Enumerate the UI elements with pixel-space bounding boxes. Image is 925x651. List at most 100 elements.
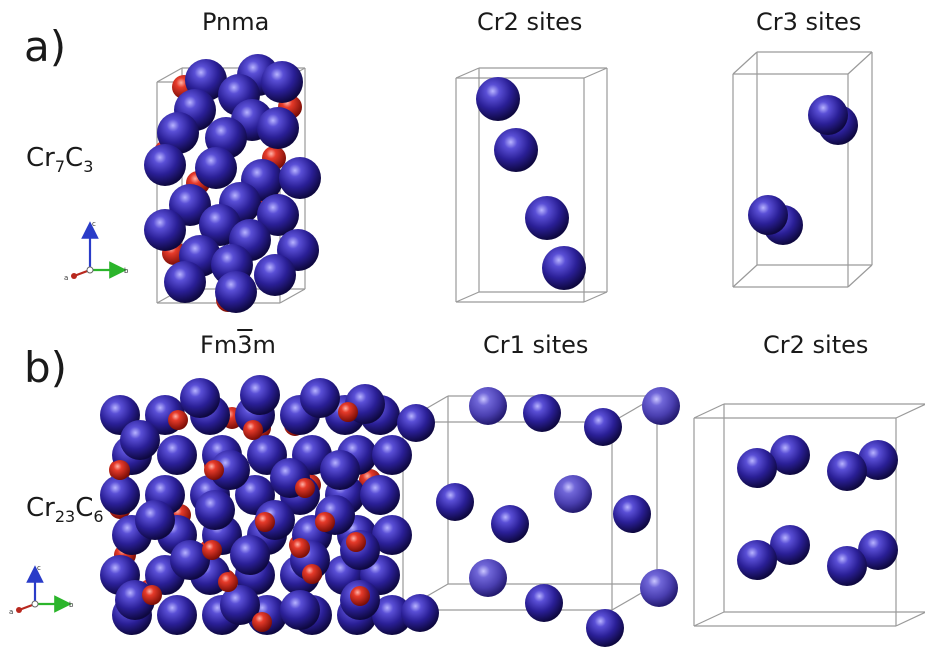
fm3m-cr-atom bbox=[157, 435, 197, 475]
pnma-cr-atom bbox=[144, 144, 186, 186]
fm3m-cr-atom bbox=[135, 500, 175, 540]
cell-cr2-sites-b-edge bbox=[895, 403, 925, 419]
pnma-cr-atom bbox=[164, 261, 206, 303]
cell-cr2-sites-b-edge bbox=[895, 611, 925, 627]
fm3m-cr-atom bbox=[230, 535, 270, 575]
cr1-site-atom bbox=[642, 387, 680, 425]
cell-pnma-edge bbox=[279, 288, 306, 304]
cr2-site-b-atom bbox=[770, 435, 810, 475]
formula-cr7c3-base1: Cr bbox=[26, 143, 55, 173]
cr1-site-atom bbox=[584, 408, 622, 446]
fm3m-cr-atom bbox=[372, 435, 412, 475]
fm3m-c-atom bbox=[295, 478, 315, 498]
cr1-site-atom bbox=[491, 505, 529, 543]
panel-b-label: b) bbox=[24, 343, 68, 392]
axes-triad-b-a-label: a bbox=[9, 608, 13, 616]
panel-a-label: a) bbox=[24, 22, 67, 71]
formula-cr7c3: Cr7C3 bbox=[26, 143, 93, 176]
cr2-site-b-atom bbox=[737, 540, 777, 580]
fm3m-cr-atom bbox=[372, 595, 412, 635]
pnma-cr-atom bbox=[157, 112, 199, 154]
axes-triad-a-a-label: a bbox=[64, 274, 68, 282]
fm3m-cr-atom bbox=[360, 475, 400, 515]
cr2-site-atom bbox=[476, 77, 520, 121]
title-pnma: Pnma bbox=[202, 8, 270, 36]
cell-cr3-sites-edge bbox=[732, 264, 758, 288]
fm3m-c-atom bbox=[243, 420, 263, 440]
fm3m-c-atom bbox=[168, 410, 188, 430]
cr2-site-b-atom bbox=[827, 451, 867, 491]
axes-triad-a-c-label: c bbox=[92, 220, 96, 228]
title-cr2-sites-a: Cr2 sites bbox=[477, 8, 583, 36]
fm3m-cr-atom bbox=[157, 595, 197, 635]
title-cr3-sites: Cr3 sites bbox=[756, 8, 862, 36]
cr2-site-atom bbox=[525, 196, 569, 240]
fm3m-c-atom bbox=[218, 572, 238, 592]
cell-cr2-sites-a-edge bbox=[455, 291, 480, 303]
axes-triad-a-a-tip bbox=[71, 273, 77, 279]
cell-cr2-sites-b-edge bbox=[693, 403, 725, 419]
fm3m-cr-atom bbox=[280, 590, 320, 630]
formula-cr23c6: Cr23C6 bbox=[26, 493, 104, 526]
fm3m-c-atom bbox=[110, 460, 130, 480]
cell-cr3-sites-edge bbox=[847, 264, 873, 288]
fm3m-cr-atom bbox=[180, 378, 220, 418]
cr1-site-atom bbox=[613, 495, 651, 533]
cr1-site-atom bbox=[469, 559, 507, 597]
fm3m-c-atom bbox=[315, 512, 335, 532]
pnma-cr-atom bbox=[254, 254, 296, 296]
title-cr1-sites: Cr1 sites bbox=[483, 331, 589, 359]
cr2-site-b-atom bbox=[827, 546, 867, 586]
fm3m-c-atom bbox=[338, 402, 358, 422]
cell-pnma-edge bbox=[156, 67, 183, 83]
fm3m-cr-atom bbox=[240, 375, 280, 415]
fm3m-c-atom bbox=[346, 532, 366, 552]
formula-cr7c3-sub1: 7 bbox=[54, 157, 66, 176]
fm3m-c-atom bbox=[290, 538, 310, 558]
cr2-site-b-atom bbox=[737, 448, 777, 488]
formula-cr23c6-sub1: 23 bbox=[54, 507, 76, 526]
cr1-site-atom bbox=[554, 475, 592, 513]
cell-cr3-sites-edge bbox=[732, 51, 758, 75]
pnma-cr-atom bbox=[261, 61, 303, 103]
fm3m-c-atom bbox=[350, 586, 370, 606]
cr2-site-atom bbox=[494, 128, 538, 172]
pnma-cr-atom bbox=[144, 209, 186, 251]
fm3m-cr-atom bbox=[120, 420, 160, 460]
axes-triad-b-a-tip bbox=[16, 607, 22, 613]
pnma-cr-atom bbox=[195, 147, 237, 189]
cell-cr2-sites-b-edge bbox=[693, 611, 725, 627]
axes-triad-b-c-label: c bbox=[37, 564, 41, 572]
cr1-site-atom bbox=[401, 594, 439, 632]
title-fm3m: Fm3m bbox=[200, 331, 276, 359]
cr1-site-atom bbox=[436, 483, 474, 521]
axes-triad-a-b-label: b bbox=[124, 267, 129, 275]
cr3-site-atom bbox=[748, 195, 788, 235]
fm3m-cr-atom bbox=[372, 515, 412, 555]
formula-cr7c3-sub2: 3 bbox=[83, 157, 94, 176]
fm3m-cr-atom bbox=[320, 450, 360, 490]
cell-cr3-sites-edge bbox=[847, 51, 873, 75]
fm3m-c-atom bbox=[202, 540, 222, 560]
fm3m-c-atom bbox=[142, 585, 162, 605]
fm3m-cr-atom bbox=[195, 490, 235, 530]
fm3m-cr-atom bbox=[210, 450, 250, 490]
fm3m-c-atom bbox=[252, 612, 272, 632]
axes-triad-b-b-label: b bbox=[69, 601, 74, 609]
pnma-cr-atom bbox=[257, 194, 299, 236]
cr1-site-atom bbox=[586, 609, 624, 647]
cr2-site-b-atom bbox=[858, 440, 898, 480]
fm3m-cr-atom bbox=[100, 475, 140, 515]
fm3m-c-atom bbox=[302, 564, 322, 584]
formula-cr23c6-base2: C bbox=[75, 493, 94, 523]
cr2-site-b-atom bbox=[858, 530, 898, 570]
fm3m-cr-atom bbox=[170, 540, 210, 580]
cell-cr2-sites-a-edge bbox=[583, 67, 608, 79]
cell-cr2-sites-a-edge bbox=[455, 67, 480, 79]
formula-cr23c6-sub2: 6 bbox=[93, 507, 104, 526]
pnma-cr-atom bbox=[215, 271, 257, 313]
title-cr2-sites-b: Cr2 sites bbox=[763, 331, 869, 359]
cr1-site-atom bbox=[469, 387, 507, 425]
